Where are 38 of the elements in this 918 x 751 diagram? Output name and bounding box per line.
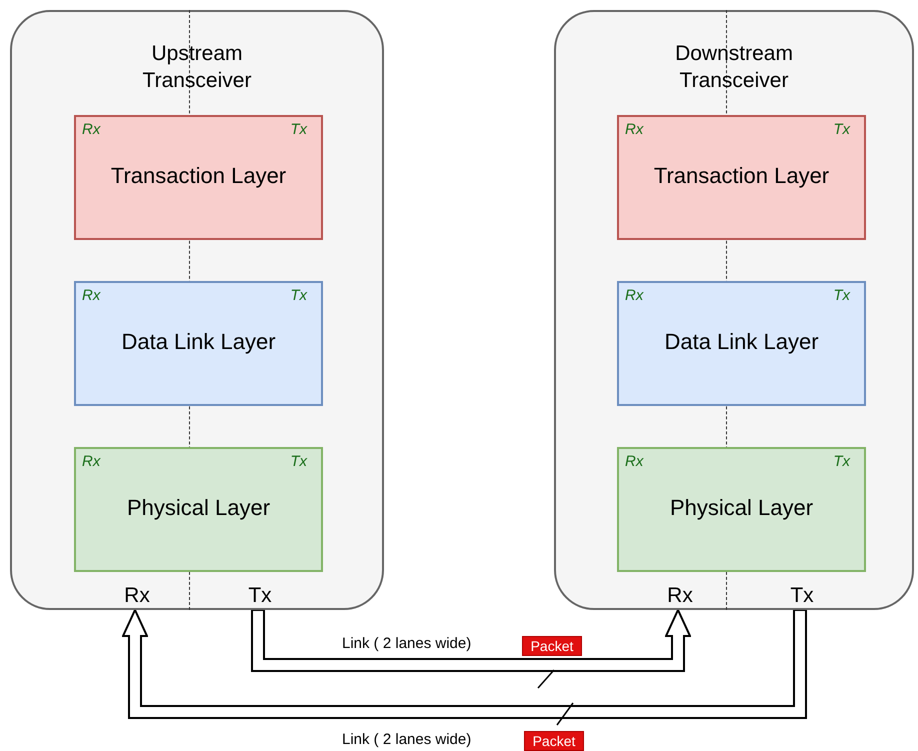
direction-label: Rx xyxy=(625,121,644,138)
layer-name: Physical Layer xyxy=(126,495,272,521)
port-label: Rx xyxy=(123,584,151,608)
link-arrow xyxy=(251,609,691,672)
direction-label: Rx xyxy=(82,121,100,138)
layer-name: Transaction Layer xyxy=(110,163,288,189)
direction-label: Tx xyxy=(290,453,307,470)
layer-box xyxy=(617,115,866,240)
layer-box xyxy=(74,115,323,240)
direction-label: Rx xyxy=(625,287,644,304)
layer-name: Physical Layer xyxy=(668,495,814,521)
direction-label: Tx xyxy=(290,287,307,304)
layer-box xyxy=(617,281,866,406)
link-arrow xyxy=(122,609,807,719)
packet-tag: Packet xyxy=(524,731,584,751)
edge-label: Link ( 2 lanes wide) xyxy=(340,634,474,653)
packet-tag: Packet xyxy=(522,636,582,656)
transceiver-panel xyxy=(554,10,914,610)
port-label: Rx xyxy=(666,584,694,608)
direction-label: Tx xyxy=(290,121,307,138)
direction-label: Tx xyxy=(833,453,850,470)
layer-name: Data Link Layer xyxy=(663,329,820,355)
direction-label: Tx xyxy=(833,121,850,138)
layer-name: Data Link Layer xyxy=(120,329,277,355)
direction-label: Rx xyxy=(82,453,100,470)
layer-box xyxy=(74,447,323,572)
direction-label: Tx xyxy=(833,287,850,304)
transceiver-title: Downstream Transceiver xyxy=(674,41,794,94)
edge-label: Link ( 2 lanes wide) xyxy=(340,730,474,749)
port-label: Tx xyxy=(247,584,273,608)
port-label: Tx xyxy=(789,584,815,608)
layer-box xyxy=(74,281,323,406)
direction-label: Rx xyxy=(82,287,100,304)
layer-name: Transaction Layer xyxy=(652,163,830,189)
layer-box xyxy=(617,447,866,572)
direction-label: Rx xyxy=(625,453,644,470)
transceiver-panel xyxy=(10,10,384,610)
transceiver-title: Upstream Transceiver xyxy=(142,41,252,94)
